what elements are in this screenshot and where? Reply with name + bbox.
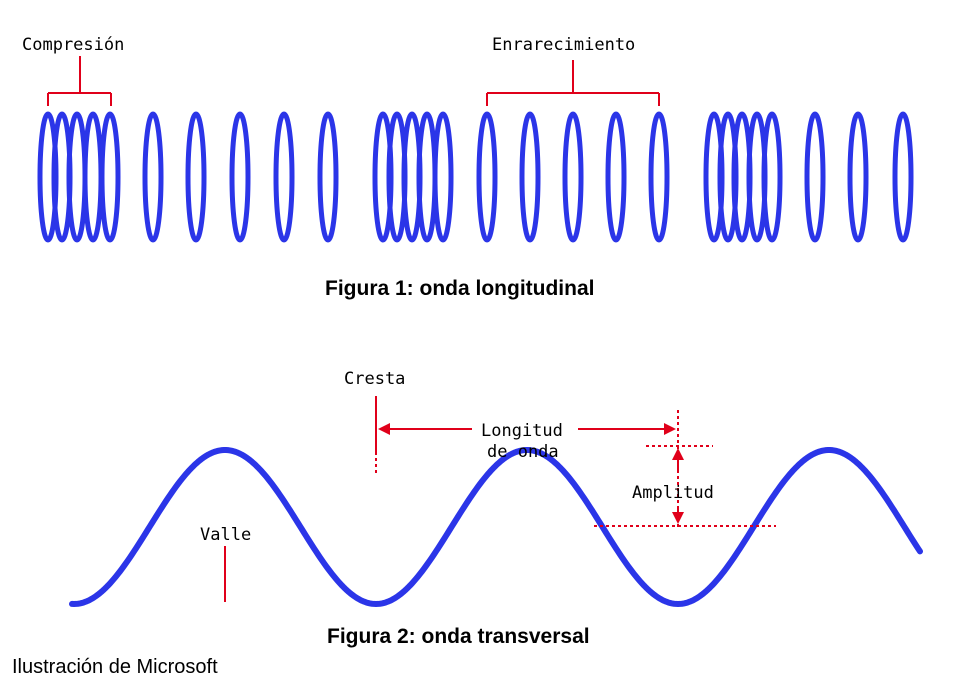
amplitude-label: Amplitud bbox=[632, 483, 714, 503]
credit-text: Ilustración de Microsoft bbox=[12, 656, 218, 678]
coil-ring bbox=[229, 111, 251, 243]
coil-ring bbox=[142, 111, 164, 243]
rarefaction-label: Enrarecimiento bbox=[492, 35, 635, 55]
coil-ring bbox=[605, 111, 627, 243]
wavelength-arrow bbox=[378, 423, 676, 435]
coil-ring bbox=[761, 111, 783, 243]
compression-bracket bbox=[47, 56, 112, 106]
figure1-caption: Figura 1: onda longitudinal bbox=[325, 277, 594, 300]
coil-ring bbox=[847, 111, 869, 243]
coil-ring bbox=[317, 111, 339, 243]
coil-ring bbox=[562, 111, 584, 243]
coil-ring bbox=[82, 111, 104, 243]
transverse-wave-curve bbox=[69, 447, 923, 607]
coil-ring bbox=[804, 111, 826, 243]
coil-ring bbox=[432, 111, 454, 243]
trough-label: Valle bbox=[200, 525, 251, 545]
compression-label: Compresión bbox=[22, 35, 124, 55]
coil-ring bbox=[892, 111, 914, 243]
amplitude-arrow bbox=[672, 448, 684, 524]
coil-ring bbox=[273, 111, 295, 243]
figure2-caption: Figura 2: onda transversal bbox=[327, 625, 590, 648]
longitudinal-wave-coils bbox=[37, 111, 914, 243]
coil-ring bbox=[99, 111, 121, 243]
crest-label: Cresta bbox=[344, 369, 405, 389]
coil-ring bbox=[519, 111, 541, 243]
coil-ring bbox=[476, 111, 498, 243]
rarefaction-bracket bbox=[486, 60, 660, 106]
wavelength-label-line2: de onda bbox=[487, 442, 559, 462]
wavelength-label-line1: Longitud bbox=[481, 421, 563, 441]
coil-ring bbox=[648, 111, 670, 243]
coil-ring bbox=[185, 111, 207, 243]
